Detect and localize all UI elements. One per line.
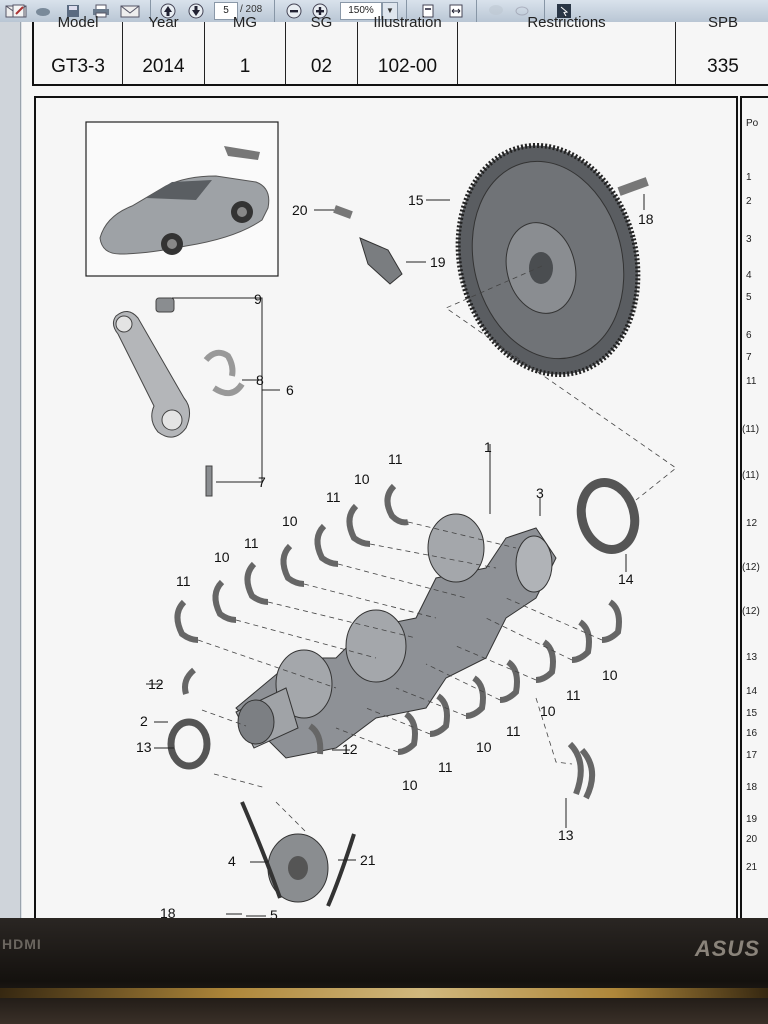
- spb-value: 335: [707, 56, 739, 77]
- callout-3: 3: [536, 485, 544, 501]
- page-total-label: / 208: [240, 4, 263, 15]
- illustration-value: 102-00: [377, 56, 438, 77]
- callout-18-b: 18: [160, 905, 176, 918]
- callout-11-d: 11: [176, 573, 191, 589]
- callout-11-c: 11: [244, 535, 259, 551]
- car-thumbnail: [85, 121, 279, 277]
- callout-labels: 20 15 18 19 9 8 6 7 1 3 11 10 11 10: [136, 192, 654, 918]
- document-page: Model GT3-3 Year 2014 MG 1 SG 02 Illustr…: [22, 14, 768, 918]
- navigation-panel-strip[interactable]: [0, 22, 21, 918]
- mg-cell: MG 1: [205, 14, 286, 84]
- callout-11-g: 11: [438, 759, 453, 775]
- flywheel: [455, 142, 641, 378]
- seal-ring: [167, 478, 640, 770]
- callout-12-b: 12: [342, 741, 358, 757]
- fit-width-icon[interactable]: [446, 2, 466, 19]
- callout-10-b: 10: [282, 513, 298, 529]
- callout-10-e: 10: [540, 703, 556, 719]
- year-cell: Year 2014: [123, 14, 205, 84]
- pulley: [240, 801, 356, 907]
- position-header: Po: [746, 118, 759, 129]
- zoom-out-icon[interactable]: [284, 2, 304, 19]
- callout-10-a: 10: [354, 471, 370, 487]
- callout-21: 21: [360, 852, 376, 868]
- monitor-bezel: HDMI ASUS: [0, 918, 768, 1024]
- illustration-cell: Illustration 102-00: [358, 14, 458, 84]
- hdmi-label: HDMI: [2, 936, 42, 952]
- callout-10-d: 10: [602, 667, 618, 683]
- illustration-frame: 20 15 18 19 9 8 6 7 1 3 11 10 11 10: [34, 96, 738, 918]
- callout-4: 4: [228, 853, 236, 869]
- document-viewport[interactable]: Model GT3-3 Year 2014 MG 1 SG 02 Illustr…: [0, 14, 768, 918]
- year-value: 2014: [142, 56, 185, 77]
- model-cell: Model GT3-3: [34, 14, 123, 84]
- callout-13: 13: [558, 827, 574, 843]
- model-value: GT3-3: [51, 56, 105, 77]
- desk-reflection: [0, 988, 768, 998]
- bearing-shells: [174, 483, 622, 800]
- zoom-in-icon[interactable]: [310, 2, 330, 19]
- callout-12-a: 12: [148, 676, 164, 692]
- mail-icon[interactable]: [118, 2, 142, 19]
- callout-2: 2: [140, 713, 148, 729]
- brand-logo: ASUS: [694, 936, 760, 961]
- save-icon[interactable]: [64, 2, 82, 19]
- callout-15: 14: [618, 571, 634, 587]
- edit-icon[interactable]: [10, 2, 28, 19]
- callout-20: 20: [292, 202, 308, 218]
- callout-5: 5: [270, 907, 278, 918]
- monitor-screen: 5 / 208 150% ▼ Model GT3-3 Year 2014: [0, 0, 768, 918]
- mg-value: 1: [239, 56, 251, 77]
- callout-18: 18: [638, 211, 654, 227]
- callout-11-e: 11: [566, 687, 581, 703]
- callout-19: 19: [430, 254, 446, 270]
- select-tool-icon[interactable]: [554, 2, 574, 19]
- header-info-table: Model GT3-3 Year 2014 MG 1 SG 02 Illustr…: [32, 14, 768, 86]
- fit-page-icon[interactable]: [418, 2, 438, 19]
- previous-page-icon[interactable]: [158, 2, 178, 19]
- next-page-icon[interactable]: [186, 2, 206, 19]
- print-icon[interactable]: [90, 2, 112, 19]
- comment-icon[interactable]: [486, 2, 506, 19]
- callout-1: 1: [484, 439, 492, 455]
- callout-6: 6: [286, 382, 294, 398]
- callout-8: 8: [256, 372, 264, 388]
- callout-11-b: 11: [326, 489, 341, 505]
- crankshaft: [235, 513, 557, 759]
- pdf-toolbar: 5 / 208 150% ▼: [0, 0, 768, 23]
- chevron-down-icon[interactable]: ▼: [382, 2, 398, 20]
- exploded-parts-diagram: 20 15 18 19 9 8 6 7 1 3 11 10 11 10: [85, 121, 677, 918]
- callout-10-f: 10: [476, 739, 492, 755]
- connecting-rod: [112, 297, 245, 497]
- crank-sensor: [333, 177, 649, 285]
- callout-11-a: 11: [388, 451, 403, 467]
- sg-cell: SG 02: [286, 14, 358, 84]
- cloud-icon[interactable]: [34, 2, 52, 19]
- callout-7: 7: [258, 474, 266, 490]
- spb-cell: SPB 335: [676, 14, 768, 84]
- restrictions-cell: Restrictions: [458, 14, 676, 84]
- callout-10-c: 10: [214, 549, 230, 565]
- zoom-level-select[interactable]: 150%: [340, 2, 382, 20]
- link-icon[interactable]: [512, 2, 532, 19]
- callout-14: 13: [136, 739, 152, 755]
- page-number-input[interactable]: 5: [214, 2, 238, 20]
- callout-9: 9: [254, 291, 262, 307]
- callout-16: 15: [408, 192, 424, 208]
- parts-position-column: Po 1 2 3 4 5 6 7 11 (11) (11) 12 (12) (1…: [740, 96, 768, 918]
- sg-value: 02: [310, 56, 333, 77]
- callout-11-f: 11: [506, 723, 521, 739]
- callout-10-g: 10: [402, 777, 418, 793]
